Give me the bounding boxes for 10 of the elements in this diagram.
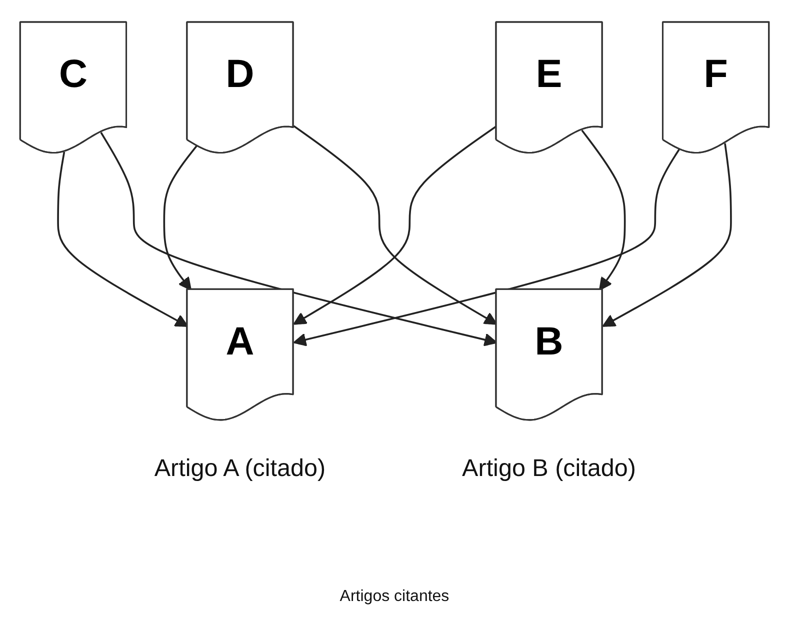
arrow — [293, 125, 498, 325]
node-label: Artigo A (citado) — [154, 456, 326, 482]
node-label: Artigo B (citado) — [462, 456, 636, 482]
arrow — [57, 152, 188, 327]
arrow — [293, 148, 680, 346]
arrow — [100, 132, 498, 346]
arrow — [602, 143, 732, 327]
arrow — [163, 145, 198, 291]
group-caption: Artigos citantes — [340, 588, 450, 606]
arrow — [581, 130, 626, 291]
